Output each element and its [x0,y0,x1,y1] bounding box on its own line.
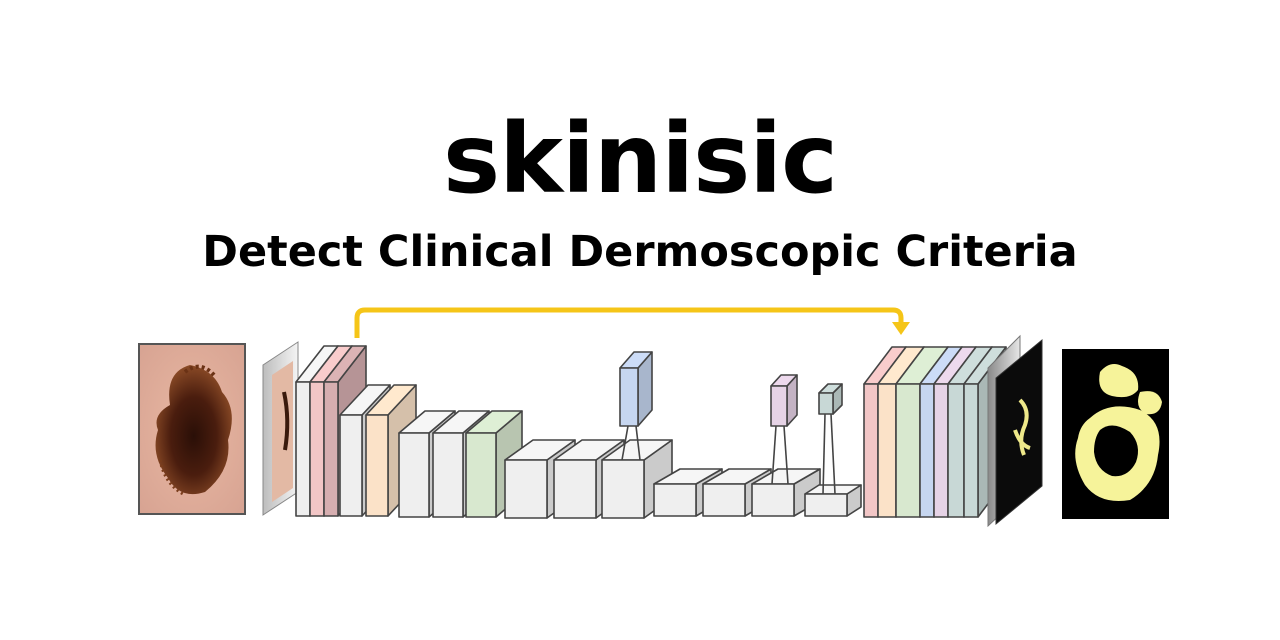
network-block-15 [804,484,862,517]
network-block-17-front [877,383,897,518]
tap-cube-lavender [770,374,798,427]
network-block-10-front [553,459,597,519]
network-block-8-front [465,432,497,518]
tap-stem-lav-b [783,425,789,485]
output-feature-slice [987,334,1043,528]
network-block-11-front [601,459,645,519]
tap-cube-blue-front [619,367,639,427]
tap-stem-blue-a [621,425,629,461]
input-feature-slice [262,341,299,516]
tap-stem-lav-a [771,425,777,485]
network-block-2-front [309,381,325,517]
tap-stem-blue-b [635,425,641,461]
tap-stem-teal-b [830,413,836,495]
network-block-13-front [702,483,746,517]
network-blocks [295,345,1007,519]
network-block-19-front [919,383,935,518]
tap-stem-teal-a [822,413,826,495]
network-block-1-front [295,381,311,517]
network-block-15-front [804,493,848,517]
network-block-22-front [963,383,979,518]
network-block-5-front [365,414,389,517]
network-block-20-front [933,383,949,518]
network-block-21-front [947,383,965,518]
tap-cube-teal-front [818,392,834,415]
network-block-4-front [339,414,363,517]
network-block-11 [601,439,673,519]
page-title: skinisic [442,103,838,215]
skip-connection-arrow [354,307,904,338]
auxiliary-taps [619,351,843,495]
network-block-16-front [863,383,879,518]
network-block-12-front [653,483,697,517]
network-block-14-front [751,483,795,517]
network-block-18-front [895,383,921,518]
network-block-7-front [432,432,464,518]
page-subtitle: Detect Clinical Dermoscopic Criteria [202,227,1078,277]
network-block-3-front [323,381,339,517]
tap-cube-lavender-front [770,385,788,427]
tap-cube-teal [818,383,843,415]
input-lesion-image [138,343,246,515]
output-segmentation-mask [1062,349,1169,519]
network-block-9-front [504,459,548,519]
skip-connection-arrowhead [892,322,910,335]
tap-cube-blue [619,351,653,427]
network-block-6-front [398,432,430,518]
